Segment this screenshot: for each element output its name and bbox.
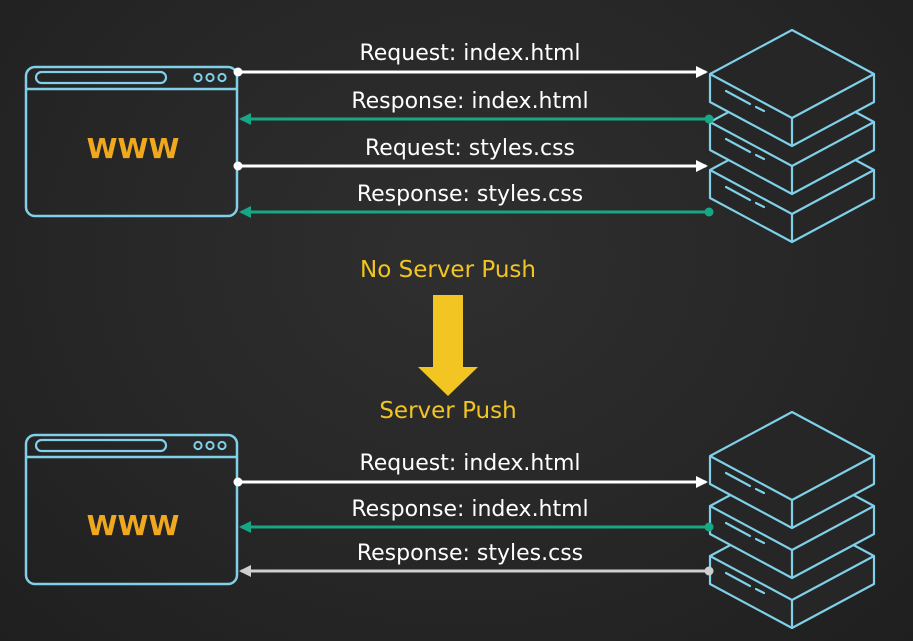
browser-window-icon	[24, 433, 239, 586]
message-label: Response: index.html	[351, 89, 588, 114]
message-arrow	[239, 206, 714, 218]
message-label: Response: index.html	[351, 497, 588, 522]
server-stack-icon	[708, 410, 876, 630]
message-label: Request: index.html	[359, 451, 580, 476]
message-label: Response: styles.css	[357, 182, 583, 207]
message-arrow	[233, 476, 708, 488]
top-section: WWW Request: index.html Response: index.…	[24, 28, 876, 244]
browser-label: WWW	[87, 132, 180, 165]
browser-label: WWW	[87, 509, 180, 542]
no-server-push-label: No Server Push	[360, 257, 536, 283]
message-label: Request: styles.css	[365, 136, 575, 161]
bottom-section: WWW Request: index.html Response: index.…	[24, 410, 876, 630]
server-stack-icon	[708, 28, 876, 244]
message-arrow	[239, 521, 714, 533]
message-arrow	[233, 160, 708, 172]
message-label: Request: index.html	[359, 41, 580, 66]
message-arrow	[233, 66, 708, 78]
message-arrow	[239, 113, 714, 125]
browser-window-icon	[24, 65, 239, 218]
push-arrow	[239, 565, 714, 577]
down-arrow-icon	[418, 295, 478, 396]
transition: No Server Push Server Push	[360, 257, 536, 424]
server-push-label: Server Push	[379, 398, 516, 424]
message-label: Response: styles.css	[357, 541, 583, 566]
